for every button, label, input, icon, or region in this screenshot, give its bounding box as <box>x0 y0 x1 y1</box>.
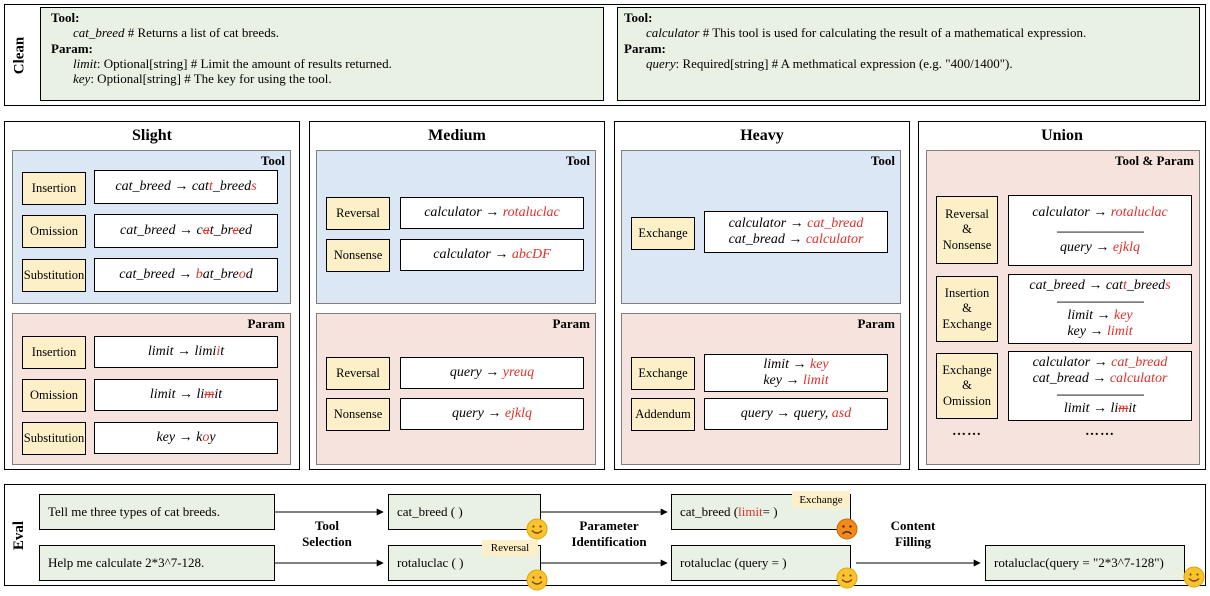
medium-tool-reversal-example: calculator → rotaluclac <box>400 197 584 229</box>
slight-param-insertion-tag: Insertion <box>22 336 86 369</box>
heavy-tool-exchange-example: calculator → cat_bread cat_bread → calcu… <box>704 211 888 253</box>
medium-tool-nonsense-tag: Nonsense <box>326 239 390 272</box>
heavy-param-addendum-tag: Addendum <box>631 398 695 431</box>
union-label: Tool & Param <box>1115 153 1194 168</box>
tool-selection-label: Tool Selection <box>302 518 352 549</box>
slight-tool-omission-example: cat_breed → cat_breed <box>94 214 278 248</box>
parameter-identification-label: Parameter Identification <box>571 518 647 549</box>
union-ellipsis-right: …… <box>1085 424 1115 439</box>
slight-tool-omission-tag: Omission <box>22 215 86 248</box>
slight-tool-substitution-tag: Substitution <box>22 259 86 292</box>
union-exchange-omission-tag: Exchange & Omission <box>936 353 998 419</box>
union-insertion-exchange-tag: Insertion & Exchange <box>936 276 998 342</box>
slight-param-substitution-example: key → koy <box>94 422 278 454</box>
heavy-title: Heavy <box>740 127 784 144</box>
eval-ts-cat-breed: cat_breed ( ) <box>388 494 541 530</box>
slight-title: Slight <box>131 127 172 144</box>
slight-tool-label: Tool <box>260 153 285 168</box>
medium-param-nonsense-example: query → ejklq <box>400 398 584 430</box>
heavy-param-addendum-example: query → query, asd <box>704 398 888 430</box>
slight-param-omission-example: limit → limit <box>94 379 278 411</box>
heavy-param-exchange-example: limit → key key → limit <box>704 354 888 392</box>
slight-param-insertion-example: limit → limiit <box>94 336 278 368</box>
frowning-face-icon <box>836 518 858 545</box>
medium-param-label: Param <box>552 316 590 331</box>
smiley-icon <box>526 569 548 596</box>
smiley-icon <box>526 518 548 545</box>
slight-tool-substitution-example: cat_breed → bat_breod <box>94 258 278 292</box>
slight-param-substitution-tag: Substitution <box>22 422 86 455</box>
eval-pi-cat-breed: cat_breed (limit = ) <box>671 494 851 530</box>
clean-calculator-box: Tool: calculator # This tool is used for… <box>617 7 1200 101</box>
union-reversal-nonsense-example: calculator → rotaluclac ----------------… <box>1008 195 1192 266</box>
union-insertion-exchange-example: cat_breed → catt_breeds ----------------… <box>1008 274 1192 344</box>
union-ellipsis-left: …… <box>952 424 982 439</box>
heavy-tool-label: Tool <box>870 153 895 168</box>
content-filling-label: Content Filling <box>890 518 936 549</box>
smiley-icon <box>836 567 858 594</box>
union-reversal-nonsense-tag: Reversal & Nonsense <box>936 196 998 264</box>
heavy-param-exchange-tag: Exchange <box>631 357 695 390</box>
medium-tool-label: Tool <box>565 153 590 168</box>
heavy-param-label: Param <box>857 316 895 331</box>
slight-param-omission-tag: Omission <box>22 379 86 412</box>
eval-pi-rotaluclac: rotaluclac (query = ) <box>671 545 851 581</box>
union-exchange-omission-example: calculator → cat_bread cat_bread → calcu… <box>1008 351 1192 421</box>
clean-cat-breed-box: Tool: cat_breed # Returns a list of cat … <box>40 7 604 101</box>
eval-query-calculate: Help me calculate 2*3^7-128. <box>39 545 275 581</box>
eval-ts-rotaluclac: rotaluclac ( ) <box>388 545 541 581</box>
medium-param-reversal-example: query → yreuq <box>400 357 584 389</box>
medium-title: Medium <box>428 127 486 144</box>
medium-tool-nonsense-example: calculator → abcDF <box>400 239 584 271</box>
exchange-badge: Exchange <box>792 491 850 508</box>
union-title: Union <box>1041 127 1083 144</box>
heavy-tool-exchange-tag: Exchange <box>631 217 695 250</box>
medium-tool-reversal-tag: Reversal <box>326 197 390 230</box>
slight-tool-insertion-example: cat_breed → catt_breeds <box>94 170 278 204</box>
eval-cf-result: rotaluclac(query = "2*3^7-128") <box>985 545 1185 581</box>
medium-param-nonsense-tag: Nonsense <box>326 398 390 431</box>
medium-param-reversal-tag: Reversal <box>326 357 390 390</box>
slight-tool-insertion-tag: Insertion <box>22 172 86 205</box>
reversal-badge: Reversal <box>482 540 538 556</box>
smiley-icon <box>1183 566 1205 593</box>
eval-query-cat-breeds: Tell me three types of cat breeds. <box>39 494 275 530</box>
slight-param-label: Param <box>247 316 285 331</box>
